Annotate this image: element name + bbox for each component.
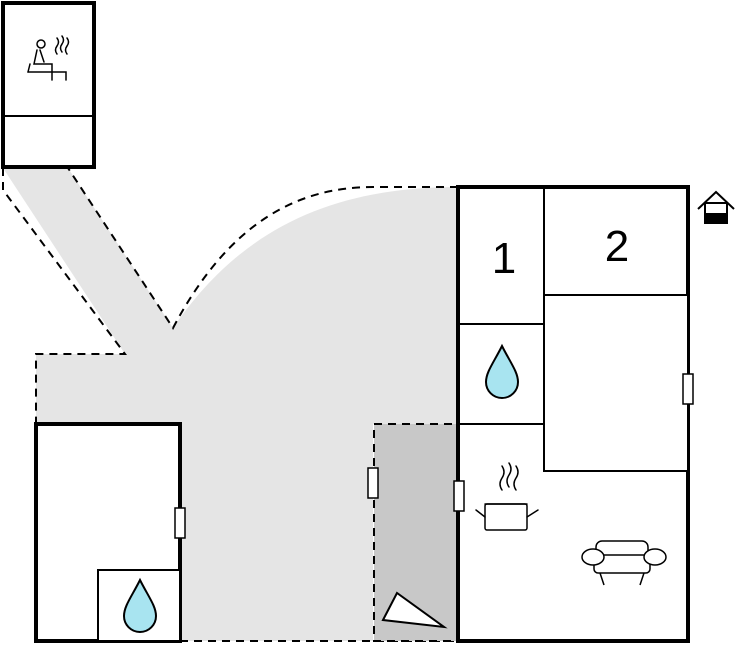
roof-icon <box>697 190 735 224</box>
cooking-pot-icon <box>475 462 539 531</box>
covered-area <box>373 423 459 642</box>
annex-door <box>174 507 186 539</box>
east-window <box>682 373 694 405</box>
terrace-area <box>3 168 458 641</box>
inner-room <box>543 294 689 472</box>
water-drop-icon <box>122 577 158 633</box>
sofa-icon <box>581 540 667 586</box>
fireplace-icon <box>381 591 448 629</box>
covered-area-door <box>367 467 379 499</box>
main-door <box>453 480 465 512</box>
sauna-building <box>1 1 96 169</box>
bedroom-2-label: 2 <box>605 222 629 271</box>
bedroom-1-label: 1 <box>492 234 516 283</box>
sauna-icon <box>27 35 70 81</box>
water-drop-icon <box>484 343 520 399</box>
